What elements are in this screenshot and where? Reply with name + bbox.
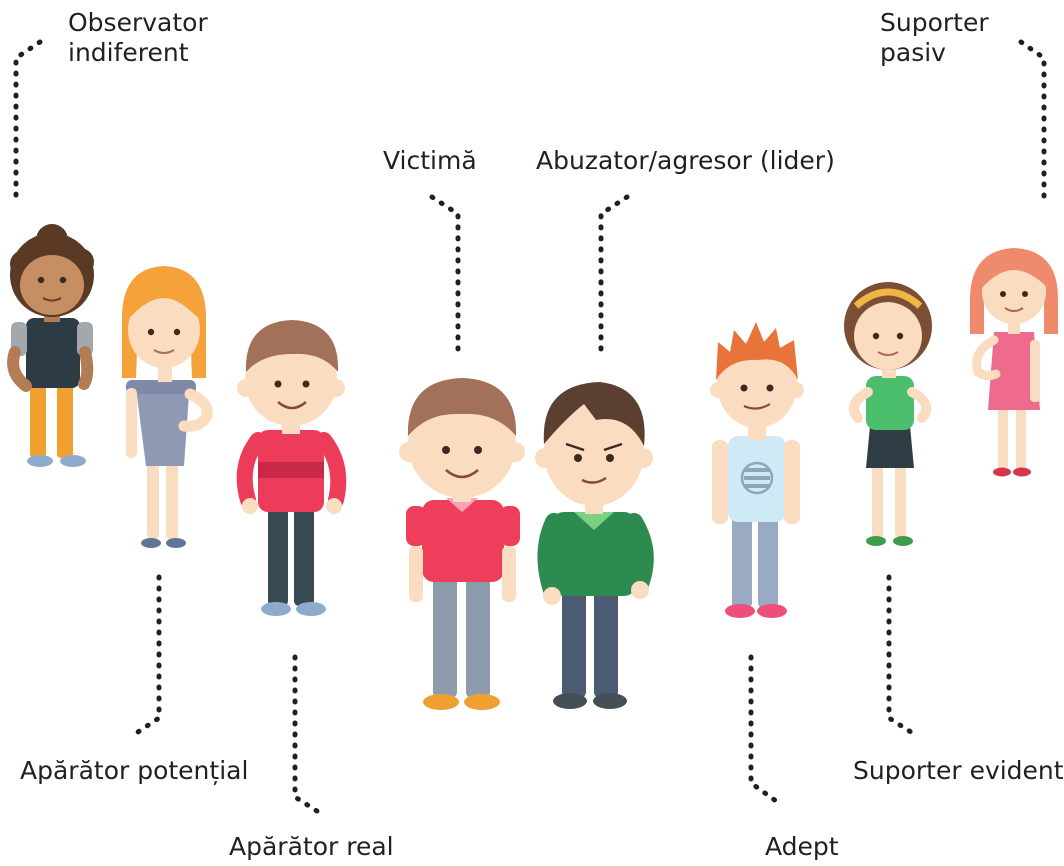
label-observator-line2: indiferent [68, 38, 189, 67]
label-observator-line1: Observator [68, 8, 208, 37]
label-suporter-evident: Suporter evident [853, 756, 1064, 785]
figure-aparator-real [236, 320, 347, 616]
connector-victima [429, 194, 461, 356]
connector-abuzator [598, 194, 630, 360]
label-observator-indiferent: Observator indiferent [68, 8, 208, 68]
figure-adept [710, 322, 804, 618]
connector-suporter-pasiv [1018, 39, 1047, 203]
connector-observator-indiferent [13, 39, 43, 203]
label-adept: Adept [765, 832, 839, 861]
connector-suporter-evident [886, 574, 917, 737]
connector-adept [748, 654, 779, 804]
label-aparator-potential: Apărător potențial [20, 756, 249, 785]
connector-aparator-real [292, 654, 323, 816]
figure-observator-indiferent [7, 224, 94, 467]
label-aparator-real: Apărător real [229, 832, 394, 861]
figure-suporter-evident [844, 282, 932, 546]
label-abuzator: Abuzator/agresor (lider) [536, 146, 835, 175]
label-victima: Victimă [383, 146, 477, 175]
connector-aparator-potential [132, 574, 162, 737]
label-suporter-pasiv-line1: Suporter [880, 8, 989, 37]
label-suporter-pasiv: Suporter pasiv [880, 8, 989, 68]
figure-suporter-pasiv [970, 248, 1058, 477]
label-suporter-pasiv-line2: pasiv [880, 38, 946, 67]
figure-aparator-potential [122, 266, 213, 548]
figure-victima [399, 378, 525, 710]
figure-abuzator [535, 382, 654, 709]
